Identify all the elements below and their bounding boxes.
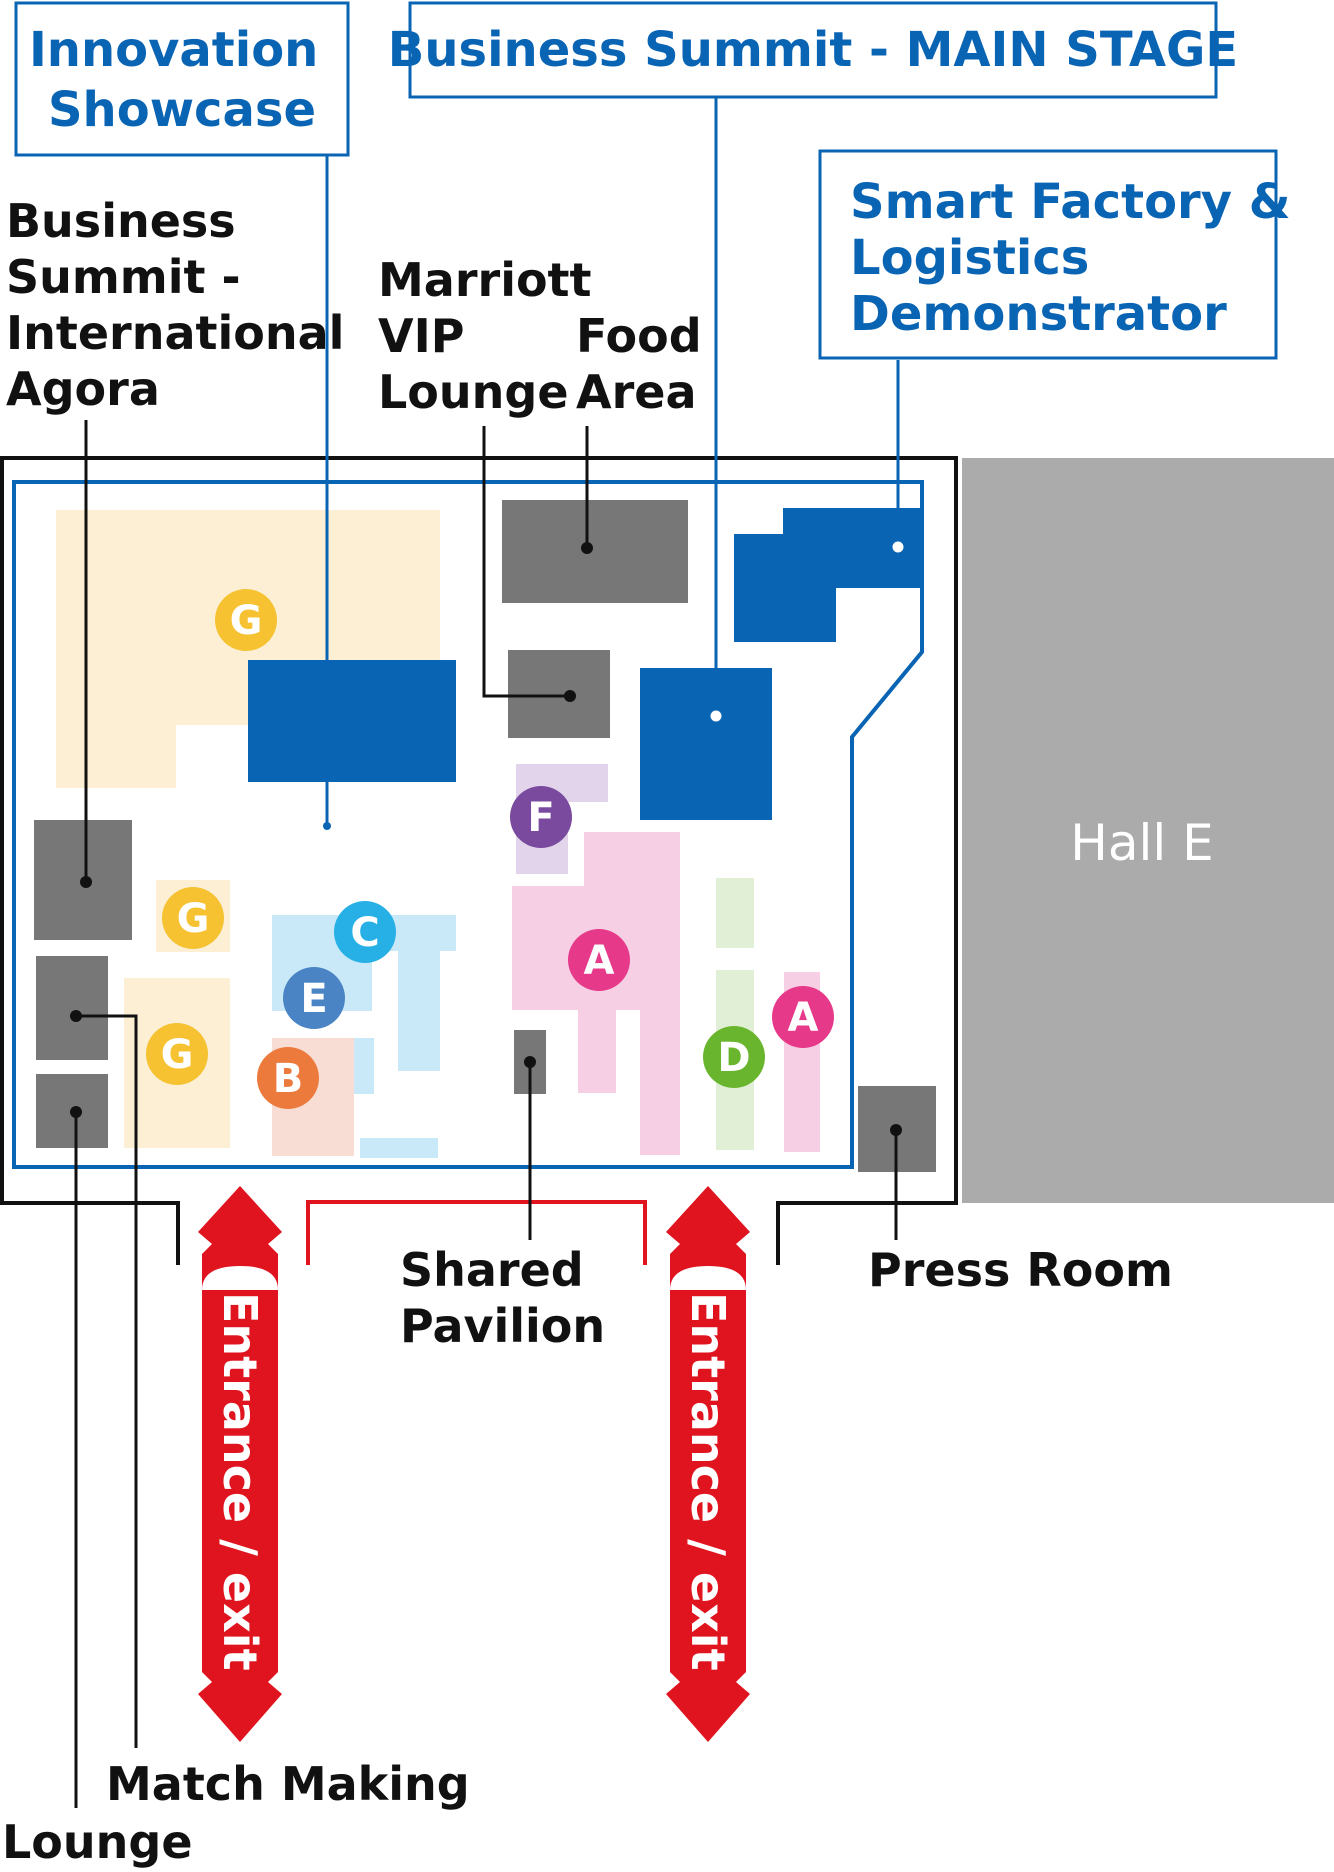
badge-a-2-label: A (788, 995, 819, 1041)
entrance-arrow-right-shape (666, 1186, 750, 1742)
food-area-label[interactable]: Food Area (576, 309, 718, 419)
entrance-exit-left[interactable]: Entrance / exit (198, 1186, 282, 1742)
marriott-line1: Marriott (378, 253, 592, 307)
badge-e[interactable] (283, 967, 345, 1029)
smart-factory-block[interactable] (734, 508, 922, 642)
main-stage-label[interactable]: Business Summit - MAIN STAGE (388, 22, 1238, 78)
agora-line1: Business (6, 194, 236, 248)
zone-a-main[interactable] (512, 832, 680, 1155)
badge-f[interactable] (510, 786, 572, 848)
agora-label[interactable]: Business Summit - International Agora (6, 194, 360, 416)
agora-line4: Agora (6, 362, 160, 416)
shared-line1: Shared (400, 1243, 584, 1297)
marriott-line2: VIP (378, 309, 464, 363)
badge-g-1-label: G (230, 598, 263, 644)
innovation-showcase-block[interactable] (248, 660, 456, 782)
hall-outline (0, 456, 958, 1265)
badge-b-label: B (273, 1056, 304, 1102)
leader-dot (889, 538, 907, 556)
leader-lines (74, 98, 900, 1808)
badge-g-1[interactable] (215, 589, 277, 651)
leader-dot (323, 822, 331, 830)
marriott-vip-lounge-room[interactable] (508, 650, 610, 738)
smart-factory-line3: Demonstrator (850, 286, 1227, 342)
entrance-exit-right[interactable]: Entrance / exit (666, 1186, 750, 1742)
hall-e-label: Hall E (1070, 814, 1214, 872)
badge-g-2[interactable] (162, 887, 224, 949)
leader-dot (70, 1106, 82, 1118)
badge-g-3-label: G (161, 1032, 194, 1078)
leader-dot (564, 690, 576, 702)
badge-c-label: C (350, 910, 379, 956)
innovation-label-line1: Innovation (29, 22, 318, 78)
leader-dot (581, 542, 593, 554)
leader-dot (80, 876, 92, 888)
main-stage-block[interactable] (640, 668, 772, 820)
badge-a-2[interactable] (772, 986, 834, 1048)
innovation-label-box (14, 1, 350, 157)
leader-match-making (76, 1014, 138, 1748)
leader-dot (70, 1010, 82, 1022)
zone-c-bottom[interactable] (360, 1138, 438, 1158)
lounge-label[interactable]: Lounge (2, 1815, 193, 1869)
zone-d-upper[interactable] (716, 878, 754, 948)
marriott-line3: Lounge (378, 365, 569, 419)
food-line1: Food (576, 309, 702, 363)
badge-b[interactable] (257, 1047, 319, 1109)
leader-dot (707, 707, 725, 725)
smart-factory-label[interactable]: Smart Factory & Logistics Demonstrator (850, 174, 1307, 342)
smart-factory-label-box (818, 149, 1278, 360)
shared-pavilion-bracket (306, 1200, 647, 1265)
agora-line3: International (6, 306, 344, 360)
agora-line2: Summit - (6, 250, 241, 304)
badge-c[interactable] (334, 901, 396, 963)
badge-g-2-label: G (177, 896, 210, 942)
marriott-label[interactable]: Marriott VIP Lounge (378, 253, 608, 419)
smart-factory-line2: Logistics (850, 230, 1089, 286)
badge-a-1[interactable] (568, 929, 630, 991)
leader-dot (524, 1056, 536, 1068)
shared-pavilion-label[interactable]: Shared Pavilion (400, 1243, 605, 1353)
leader-marriott (482, 426, 570, 698)
food-area-room[interactable] (502, 500, 688, 603)
badge-g-3[interactable] (146, 1023, 208, 1085)
smart-factory-line1: Smart Factory & (850, 174, 1291, 230)
main-stage-label-box (408, 1, 1218, 99)
shared-line2: Pavilion (400, 1299, 605, 1353)
entrance-label-left: Entrance / exit (213, 1292, 267, 1671)
match-making-room[interactable] (36, 956, 108, 1060)
leader-dots (70, 538, 907, 1136)
entrance-label-right: Entrance / exit (681, 1292, 735, 1671)
badge-d-label: D (717, 1035, 750, 1081)
leader-dot (890, 1124, 902, 1136)
badge-d[interactable] (703, 1026, 765, 1088)
badge-a-1-label: A (584, 938, 615, 984)
innovation-label-line2: Showcase (48, 82, 316, 138)
match-making-label[interactable]: Match Making (106, 1757, 470, 1811)
food-line2: Area (576, 365, 697, 419)
hall-e-area[interactable] (962, 458, 1334, 1203)
inner-boundary (12, 480, 924, 1169)
innovation-showcase-label[interactable]: Innovation Showcase (29, 22, 335, 138)
badge-e-label: E (300, 976, 327, 1022)
entrance-arrow-left-shape (198, 1186, 282, 1742)
press-room-label[interactable]: Press Room (868, 1243, 1173, 1297)
badge-f-label: F (527, 795, 554, 841)
zone-c-stem[interactable] (398, 915, 440, 1071)
